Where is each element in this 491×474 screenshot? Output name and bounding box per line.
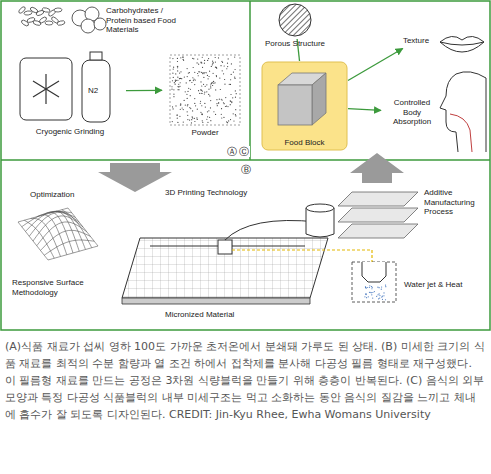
connector: [126, 90, 162, 92]
n2-tank: [82, 60, 110, 122]
annotation-label: Water jet & Heat: [404, 280, 484, 290]
annotation-label: Ⓒ: [238, 146, 250, 157]
grinder: [20, 58, 72, 120]
annotation-label: Responsive Surface Methodology: [12, 278, 112, 297]
flow-arrow: [98, 163, 172, 192]
shape-area: [255, 4, 335, 36]
process-box: Porous Structure: [255, 4, 335, 49]
print-bed-edge: [122, 298, 310, 304]
annotation-label: Ⓐ: [226, 146, 238, 157]
powder-frame: [170, 55, 240, 125]
food-block-bg: [262, 62, 347, 150]
porous-circle: [279, 4, 311, 36]
response-surface: [18, 208, 98, 260]
frame: [1, 1, 490, 330]
annotation-label: Carbohydrates / Protein based Food Mater…: [106, 6, 186, 35]
annotation-label: Micronized Material: [165, 310, 265, 320]
node-label: Porous Structure: [265, 39, 325, 49]
annotation-label: Optimization: [30, 190, 100, 200]
process-box: Powder: [165, 55, 245, 138]
layer-stack: [338, 192, 418, 238]
cube: [278, 73, 326, 125]
powder-dots: [171, 56, 236, 123]
snowflake-icon: [33, 74, 59, 104]
connector: [348, 109, 381, 111]
shape-area: [15, 58, 125, 124]
node-label: Controlled Body Absorption: [384, 98, 440, 127]
detail-leader: [232, 250, 372, 262]
grain-icon: [18, 6, 66, 27]
material-container: [306, 204, 334, 237]
node-label: Powder: [191, 128, 218, 138]
divider: [1, 159, 490, 161]
print-bed: [122, 238, 328, 298]
process-box: Cryogenic Grinding: [15, 58, 125, 137]
shape-area: [165, 55, 245, 125]
process-box: Food Block: [262, 62, 347, 150]
callout-group: Texture: [396, 36, 436, 46]
callout-group: Controlled Body Absorption: [384, 98, 440, 127]
tank-valve: [90, 52, 102, 60]
print-head: [218, 240, 232, 254]
node-label: Food Block: [284, 138, 324, 148]
mouth-icon: [440, 36, 484, 52]
divider: [249, 1, 251, 160]
annotation-label: 3D Printing Technology: [165, 188, 275, 198]
annotation-label: Additive Manufacturing Process: [424, 188, 486, 217]
nozzle: [362, 262, 386, 282]
feed-tube: [225, 220, 318, 240]
packet-icon: [72, 7, 106, 33]
node-label: Cryogenic Grinding: [36, 127, 104, 137]
annotation-label: Ⓑ: [240, 164, 252, 175]
spray-dots: [364, 284, 386, 300]
caption: (A)식품 재료가 섭씨 영하 100도 가까운 초저온에서 분쇄돼 가루도 된…: [5, 338, 486, 423]
annotation-label: N2: [88, 86, 106, 96]
flow-arrow: [350, 153, 404, 183]
head-icon: [440, 72, 486, 152]
nozzle-frame: [352, 262, 396, 302]
node-label: Texture: [403, 36, 429, 46]
connector: [348, 49, 403, 81]
